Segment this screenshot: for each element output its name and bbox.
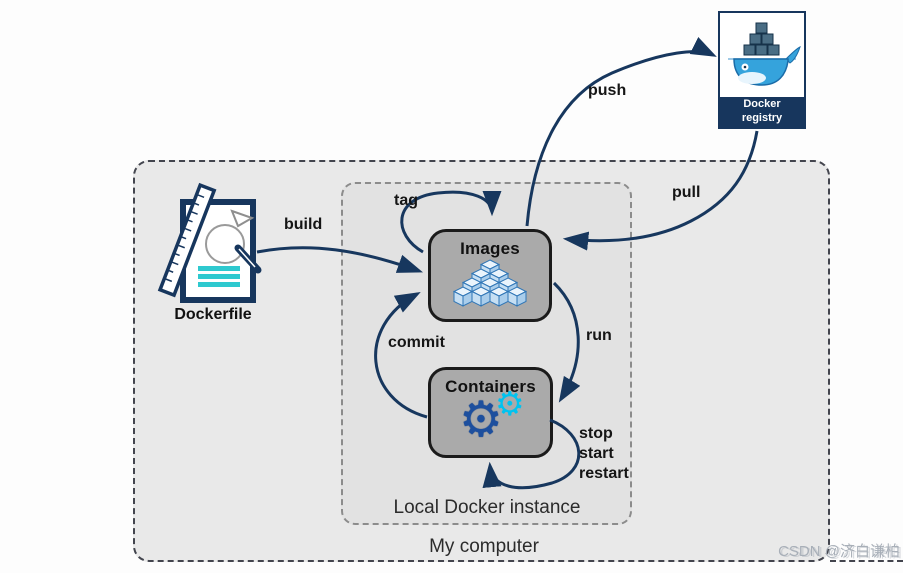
dockerfile-icon: [152, 182, 272, 308]
gears-icon: ⚙ ⚙: [455, 385, 550, 455]
docker-registry-label: Docker registry: [720, 97, 804, 127]
flag-triangle: [230, 209, 255, 228]
start-label: start: [579, 445, 614, 462]
images-node: Images: [428, 229, 552, 322]
bottom-dashed-line: [830, 560, 903, 562]
dockerfile-label: Dockerfile: [174, 306, 252, 323]
run-label: run: [586, 327, 612, 344]
push-label: push: [588, 82, 627, 99]
containers-node-label: Containers: [445, 377, 536, 396]
cubes-pyramid-icon: [453, 259, 527, 307]
compass-circle: [205, 224, 245, 264]
images-node-label: Images: [460, 239, 520, 258]
local-docker-instance-caption: Local Docker instance: [393, 497, 581, 518]
ruler-icon: [157, 182, 217, 298]
cyan-gear-icon: ⚙: [495, 385, 525, 422]
docker-whale-icon: [728, 22, 801, 86]
docker-registry-node: Docker registry: [718, 11, 806, 129]
dark-gear-icon: ⚙: [459, 393, 503, 447]
pen-icon: [234, 244, 262, 274]
tag-label: tag: [394, 192, 418, 209]
stop-label: stop: [579, 425, 613, 442]
my-computer-caption: My computer: [429, 536, 539, 557]
csdn-watermark: CSDN @济白谦柏: [778, 543, 900, 560]
build-label: build: [284, 216, 323, 233]
restart-label: restart: [579, 465, 629, 482]
commit-label: commit: [388, 334, 445, 351]
pull-label: pull: [672, 184, 701, 201]
